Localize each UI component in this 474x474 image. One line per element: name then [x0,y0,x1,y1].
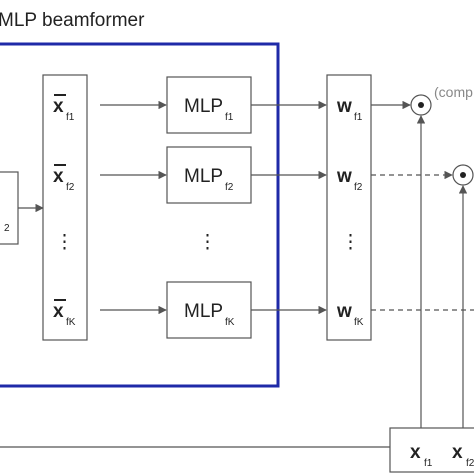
bottom-x-f1-sub: f1 [424,458,433,469]
multiply-dot-f2 [460,172,466,178]
input-x-fk-sub: fK [66,317,76,328]
input-x-fk: x [53,301,64,322]
input-x-f2: x [53,166,64,187]
mlp-fk-sub: fK [225,317,235,328]
input-stub-sub: 2 [4,223,10,234]
input-vectors-box [42,74,88,341]
mlp-fk-label: MLP [184,301,223,322]
bottom-inputs-box [389,427,474,473]
weight-w-f2: w [336,166,352,187]
diagram-title: MLP beamformer [0,10,145,31]
weight-w-f2-sub: f2 [354,182,363,193]
mlp-ellipsis: ⋮ [198,232,217,253]
input-x-f2-sub: f2 [66,182,75,193]
mlp-f1-box [166,76,252,134]
input-x-f1-sub: f1 [66,112,75,123]
bottom-x-f2: x [452,442,463,463]
mlp-fk-box [166,281,252,339]
input-ellipsis: ⋮ [55,232,74,253]
weight-w-f1: w [336,96,352,117]
weights-box [326,74,372,341]
bottom-x-f1: x [410,442,421,463]
weight-w-fk: w [336,301,352,322]
bottom-x-f2-sub: f2 [466,458,474,469]
mlp-f2-sub: f2 [225,182,234,193]
multiply-dot-f1 [418,102,424,108]
mlp-f2-box [166,146,252,204]
mlp-f1-sub: f1 [225,112,234,123]
weight-w-f1-sub: f1 [354,112,363,123]
mlp-f2-label: MLP [184,166,223,187]
mlp-f1-label: MLP [184,96,223,117]
input-x-f1: x [53,96,64,117]
beamformer-block [0,42,280,388]
weight-w-fk-sub: fK [354,317,364,328]
weights-ellipsis: ⋮ [341,232,360,253]
output-note: (comp [434,84,473,100]
